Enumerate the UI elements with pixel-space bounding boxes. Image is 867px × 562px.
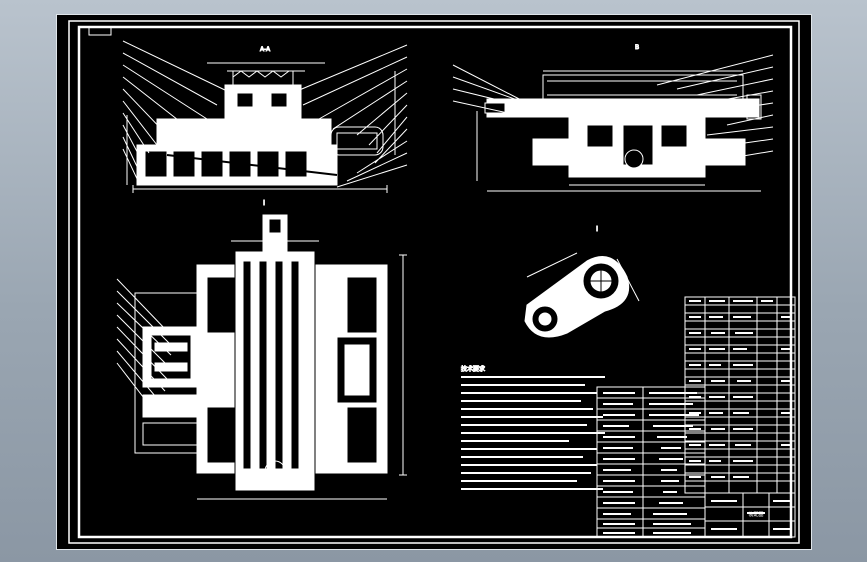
spec-table [596, 386, 706, 538]
detail-view [524, 252, 640, 338]
technical-notes [461, 376, 605, 490]
cad-drawing-viewport[interactable]: A-A B [56, 14, 812, 550]
front-view-label: A-A [260, 46, 271, 53]
sheet-border [68, 20, 800, 544]
side-view-label: B [635, 44, 639, 51]
notes-title: 技术要求 [461, 365, 485, 373]
parts-table [684, 296, 796, 494]
drawing-canvas[interactable]: A-A B [57, 15, 811, 549]
title-block [704, 492, 796, 538]
top-view [116, 214, 407, 500]
title-block-label: 装配图 [748, 511, 763, 518]
sheet-code-box [88, 26, 112, 36]
side-view [452, 54, 774, 192]
sheet-inner-border [77, 25, 793, 539]
front-view [122, 40, 408, 193]
top-view-label: I [263, 199, 265, 207]
detail-view-label: I [596, 225, 598, 233]
